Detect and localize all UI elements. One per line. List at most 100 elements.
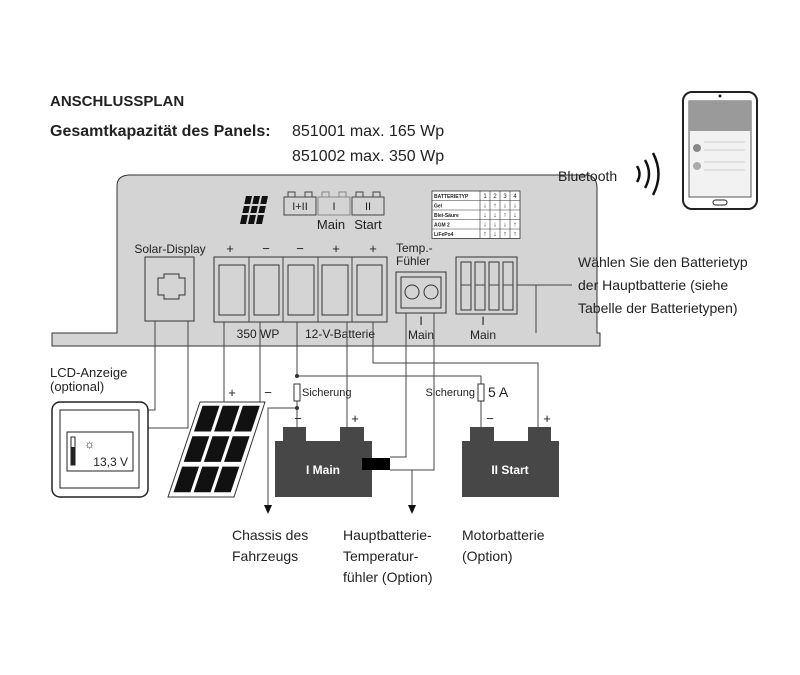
capacity-label: Gesamtkapazität des Panels: (50, 123, 271, 140)
terminal-sign: − (262, 241, 270, 256)
table-column: 4 (513, 194, 517, 200)
table-switch: ↓ (483, 222, 487, 229)
battery-mode-icons: I+II I II Main Start (283, 191, 385, 232)
bluetooth-waves-icon (635, 152, 660, 196)
battery-icon-label: I (332, 201, 335, 213)
caption-chassis: Chassis des (232, 527, 308, 543)
lcd-value: 13,3 V (93, 455, 128, 469)
solar-plus: + (228, 385, 236, 400)
solar-cell (224, 436, 250, 462)
terminal-sign: + (369, 241, 377, 256)
capacity-line-1: 851001 max. 165 Wp (292, 123, 444, 140)
battery-icon-label: II (365, 201, 371, 213)
table-row-name: AGM 2 (434, 223, 450, 229)
fuse-start (477, 383, 485, 402)
battery-start-plus: + (543, 411, 551, 426)
table-switch: ↑ (503, 231, 507, 238)
smartphone-icon (682, 91, 758, 210)
caption-temp-sensor: fühler (Option) (343, 569, 432, 585)
label-350wp: 350 WP (237, 327, 280, 341)
table-switch: ↓ (503, 203, 507, 210)
capacity-line-2: 851002 max. 350 Wp (292, 148, 444, 165)
solar-display-label: Solar-Display (134, 242, 205, 256)
caption-motor: (Option) (462, 548, 513, 564)
table-switch: ↓ (483, 212, 487, 219)
fuse-2-label: Sicherung (425, 387, 475, 399)
solar-cell (214, 405, 240, 432)
lcd-display: ☼ 13,3 V (51, 401, 149, 498)
terminal-battery-minus[interactable] (287, 264, 315, 316)
fuse-1-label: Sicherung (302, 387, 352, 399)
table-switch: ↓ (513, 203, 517, 210)
caption-temp-sensor: Hauptbatterie- (343, 527, 432, 543)
battery-start-label: II Start (491, 463, 528, 477)
table-switch: ↑ (493, 203, 497, 210)
table-switch: ↑ (503, 212, 507, 219)
solar-logo-icon (238, 196, 270, 224)
table-switch: ↓ (493, 222, 497, 229)
battery-main-minus: − (294, 411, 302, 426)
table-switch: ↓ (513, 212, 517, 219)
battery-main-plus: + (351, 411, 359, 426)
wires (148, 313, 539, 514)
terminal-sign: − (296, 241, 304, 256)
solar-cell (173, 466, 200, 493)
terminal-block: + − − + + 350 WP 12-V-Batterie (213, 241, 388, 341)
terminal-solar-plus[interactable] (218, 264, 246, 316)
selector-note-line: der Hauptbatterie (siehe (578, 277, 728, 293)
selector-sub-1: I (481, 314, 484, 328)
caption-motor: Motorbatterie (462, 527, 545, 543)
solar-cell (193, 466, 220, 493)
terminal-sign: + (332, 241, 340, 256)
solar-cell (234, 405, 260, 432)
table-row-name: Gel (434, 204, 443, 210)
temp-sub-2: Main (408, 328, 434, 342)
table-switch: ↓ (493, 212, 497, 219)
selector-sub-2: Main (470, 328, 496, 342)
battery-start-minus: − (486, 411, 494, 426)
main-label: Main (317, 217, 345, 232)
selector-note-line: Tabelle der Batterietypen) (578, 300, 738, 316)
table-switch: ↑ (513, 222, 517, 229)
table-column: 2 (493, 194, 497, 200)
table-column: 1 (483, 194, 487, 200)
table-row-name: Blei-Säure (434, 213, 459, 219)
solar-cell (203, 436, 230, 462)
terminal-start-plus[interactable] (356, 264, 383, 316)
label-12v-battery: 12-V-Batterie (305, 327, 375, 341)
solar-minus: − (264, 385, 272, 400)
solar-panel: + − (167, 385, 272, 498)
table-switch: ↓ (493, 231, 497, 238)
table-switch: ↓ (483, 203, 487, 210)
rj45-icon (157, 273, 186, 300)
temp-label-2: Fühler (396, 254, 430, 268)
sensor-arrow-icon (408, 505, 416, 514)
table-switch: ↓ (503, 222, 507, 229)
battery-main-label: I Main (306, 463, 340, 477)
caption-temp-sensor: Temperatur- (343, 548, 419, 564)
terminal-main-plus[interactable] (321, 264, 349, 316)
table-header: BATTERIETYP (434, 194, 469, 200)
temp-sub-1: I (419, 314, 422, 328)
temp-sensor-port[interactable] (395, 271, 447, 314)
table-switch: ↑ (513, 231, 517, 238)
battery-icon-label: I+II (292, 201, 308, 213)
battery-main: I Main − + (275, 411, 372, 497)
caption-chassis: Fahrzeugs (232, 548, 298, 564)
temperature-sensor (362, 458, 390, 470)
page-title: ANSCHLUSSPLAN (50, 93, 184, 110)
terminal-solar-minus[interactable] (253, 264, 280, 316)
solar-display-port[interactable] (144, 256, 195, 322)
fuse-main (293, 383, 301, 402)
battery-start: II Start − + (462, 411, 559, 497)
lcd-label-2: (optional) (50, 379, 104, 394)
selector-note-line: Wählen Sie den Batterietyp (578, 254, 748, 270)
table-switch: ↑ (483, 231, 487, 238)
start-label: Start (354, 217, 382, 232)
table-column: 3 (503, 194, 507, 200)
solar-cell (213, 466, 240, 493)
terminal-sign: + (226, 241, 234, 256)
